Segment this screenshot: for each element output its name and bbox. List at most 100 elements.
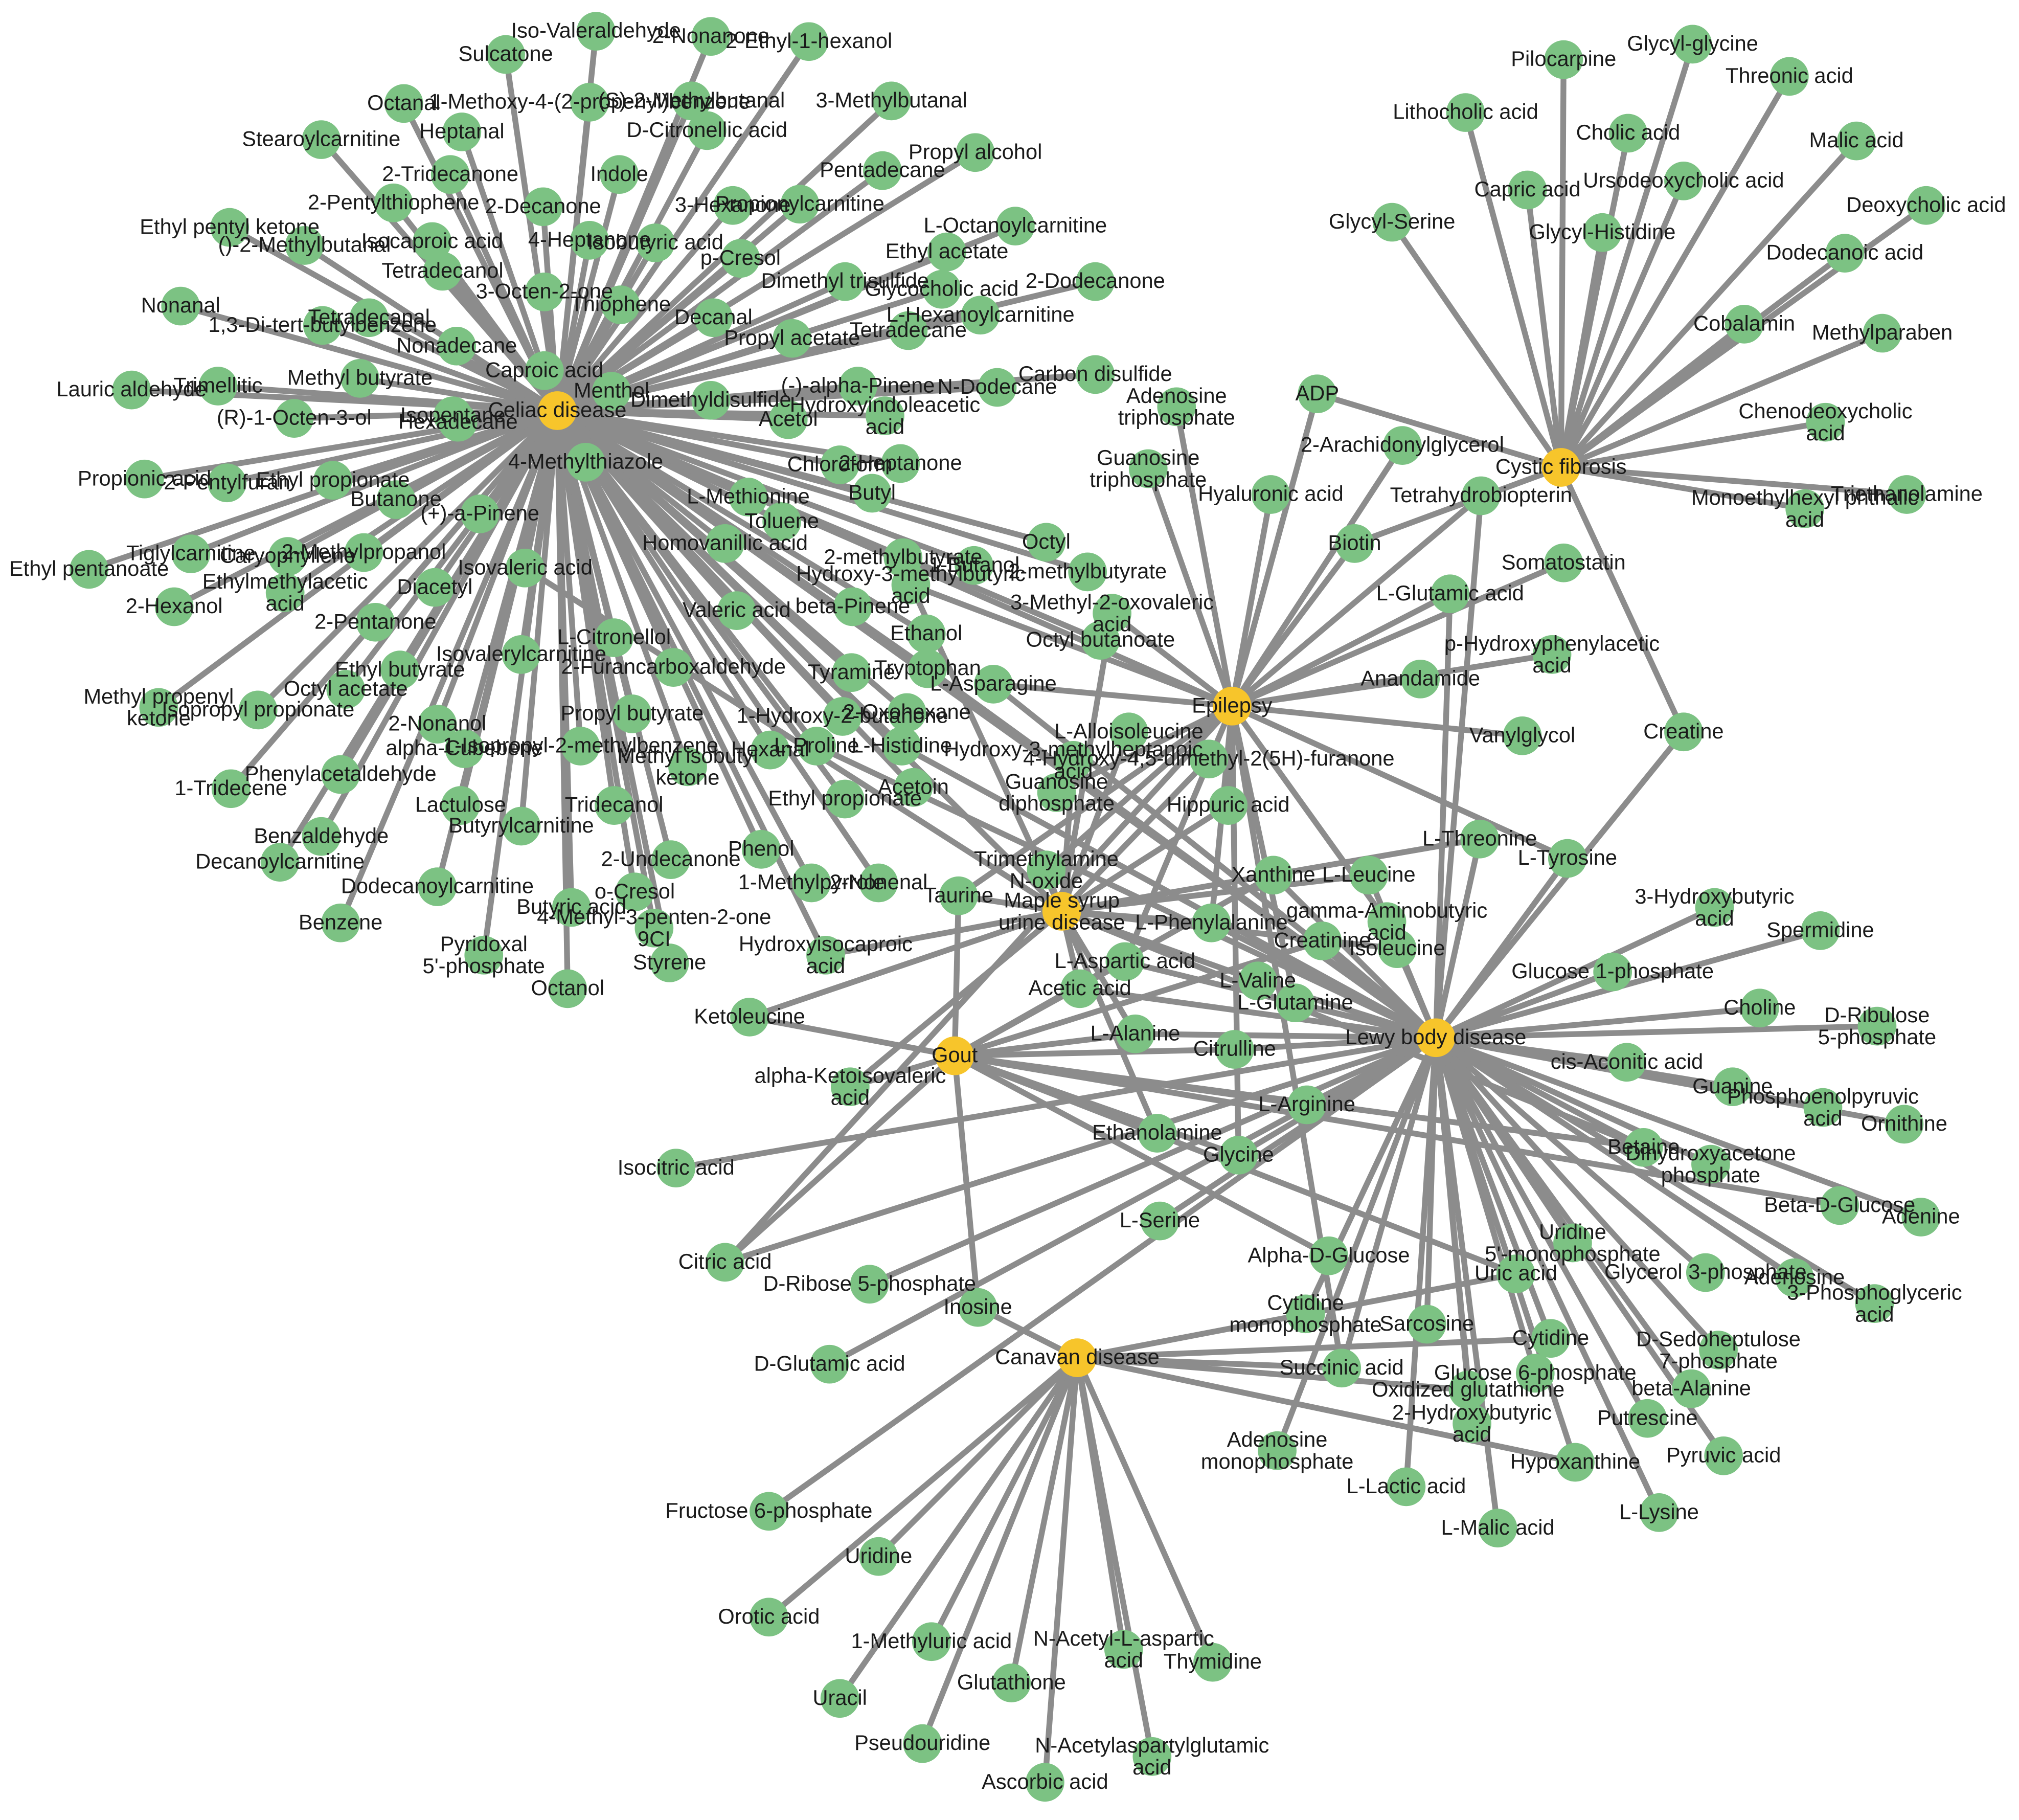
metabolite-node[interactable]	[1553, 1223, 1592, 1263]
metabolite-node[interactable]	[912, 1622, 951, 1661]
metabolite-node[interactable]	[303, 306, 342, 345]
metabolite-node[interactable]	[1770, 57, 1809, 96]
metabolite-node[interactable]	[210, 208, 249, 247]
metabolite-node[interactable]	[838, 367, 877, 406]
metabolite-node[interactable]	[1192, 903, 1231, 942]
metabolite-node[interactable]	[820, 1679, 859, 1718]
metabolite-node[interactable]	[1855, 1284, 1894, 1323]
metabolite-node[interactable]	[1116, 1014, 1155, 1053]
metabolite-node[interactable]	[502, 806, 541, 846]
metabolite-node[interactable]	[908, 649, 947, 688]
metabolite-node[interactable]	[833, 587, 872, 626]
metabolite-node[interactable]	[1093, 594, 1131, 633]
metabolite-node[interactable]	[1907, 186, 1946, 225]
metabolite-node[interactable]	[992, 1664, 1031, 1702]
metabolite-node[interactable]	[595, 786, 633, 825]
metabolite-node[interactable]	[161, 286, 200, 326]
metabolite-node[interactable]	[1287, 1085, 1326, 1125]
metabolite-node[interactable]	[1157, 387, 1196, 426]
metabolite-node[interactable]	[445, 729, 484, 768]
metabolite-node[interactable]	[872, 81, 911, 121]
metabolite-node[interactable]	[687, 111, 727, 150]
metabolite-node[interactable]	[1825, 234, 1865, 273]
metabolite-node[interactable]	[1309, 1236, 1348, 1275]
metabolite-node[interactable]	[706, 524, 744, 563]
metabolite-node[interactable]	[1803, 1088, 1843, 1127]
metabolite-node[interactable]	[882, 727, 921, 766]
metabolite-node[interactable]	[1478, 1509, 1517, 1548]
metabolite-node[interactable]	[1276, 983, 1315, 1023]
metabolite-node[interactable]	[1686, 1253, 1725, 1292]
metabolite-node[interactable]	[956, 133, 995, 172]
metabolite-node[interactable]	[1740, 988, 1779, 1028]
metabolite-node[interactable]	[1607, 1043, 1646, 1082]
metabolite-node[interactable]	[1254, 856, 1293, 895]
metabolite-node[interactable]	[806, 935, 845, 975]
metabolite-node[interactable]	[208, 463, 246, 503]
metabolite-node[interactable]	[939, 876, 978, 915]
metabolite-node[interactable]	[889, 311, 928, 350]
metabolite-node[interactable]	[1027, 523, 1066, 562]
metabolite-node[interactable]	[1076, 355, 1115, 394]
metabolite-node[interactable]	[730, 998, 769, 1037]
metabolite-node[interactable]	[1407, 1305, 1446, 1344]
metabolite-node[interactable]	[1219, 1136, 1258, 1175]
metabolite-node[interactable]	[1583, 213, 1622, 252]
metabolite-node[interactable]	[561, 727, 600, 766]
metabolite-node[interactable]	[1593, 952, 1632, 992]
metabolite-node[interactable]	[1673, 25, 1712, 64]
metabolite-node[interactable]	[1298, 374, 1337, 414]
metabolite-node[interactable]	[441, 786, 480, 825]
metabolite-node[interactable]	[706, 1243, 744, 1282]
metabolite-node[interactable]	[1531, 1319, 1570, 1358]
metabolite-node[interactable]	[691, 380, 731, 420]
disease-node-canavan[interactable]	[1058, 1338, 1097, 1377]
metabolite-node[interactable]	[486, 35, 525, 74]
metabolite-node[interactable]	[525, 272, 564, 311]
metabolite-node[interactable]	[464, 935, 504, 975]
metabolite-node[interactable]	[321, 755, 360, 794]
metabolite-node[interactable]	[1303, 922, 1342, 960]
metabolite-node[interactable]	[1132, 1737, 1172, 1776]
metabolite-node[interactable]	[437, 326, 477, 366]
metabolite-node[interactable]	[1401, 659, 1440, 699]
metabolite-node[interactable]	[1664, 712, 1703, 752]
metabolite-node[interactable]	[825, 779, 865, 819]
metabolite-node[interactable]	[906, 614, 946, 654]
metabolite-node[interactable]	[1448, 1370, 1488, 1410]
metabolite-node[interactable]	[1068, 552, 1107, 592]
metabolite-node[interactable]	[1372, 203, 1412, 242]
metabolite-node[interactable]	[832, 653, 871, 692]
metabolite-node[interactable]	[773, 319, 812, 358]
metabolite-node[interactable]	[1387, 1467, 1426, 1507]
metabolite-node[interactable]	[349, 298, 389, 338]
metabolite-node[interactable]	[418, 705, 457, 744]
metabolite-node[interactable]	[750, 1598, 788, 1637]
metabolite-node[interactable]	[1837, 121, 1876, 161]
metabolite-node[interactable]	[668, 747, 707, 787]
metabolite-node[interactable]	[268, 537, 307, 576]
metabolite-node[interactable]	[302, 120, 341, 159]
metabolite-node[interactable]	[125, 459, 164, 499]
metabolite-node[interactable]	[1060, 969, 1099, 1008]
metabolite-node[interactable]	[863, 151, 902, 190]
metabolite-node[interactable]	[1037, 773, 1076, 812]
metabolite-node[interactable]	[1672, 1369, 1711, 1408]
metabolite-node[interactable]	[768, 400, 808, 439]
metabolite-node[interactable]	[1885, 1105, 1924, 1144]
metabolite-node[interactable]	[672, 81, 711, 121]
metabolite-node[interactable]	[1887, 475, 1926, 514]
metabolite-node[interactable]	[1628, 1399, 1667, 1438]
metabolite-node[interactable]	[1286, 1294, 1325, 1334]
metabolite-node[interactable]	[750, 1492, 788, 1531]
metabolite-node[interactable]	[326, 670, 366, 709]
metabolite-node[interactable]	[1713, 1067, 1752, 1107]
metabolite-node[interactable]	[413, 222, 452, 261]
metabolite-node[interactable]	[825, 262, 865, 301]
metabolite-node[interactable]	[651, 840, 690, 879]
metabolite-node[interactable]	[891, 565, 931, 604]
disease-node-epi[interactable]	[1212, 686, 1252, 726]
metabolite-node[interactable]	[1503, 716, 1542, 755]
metabolite-node[interactable]	[595, 618, 633, 657]
metabolite-node[interactable]	[650, 943, 689, 982]
